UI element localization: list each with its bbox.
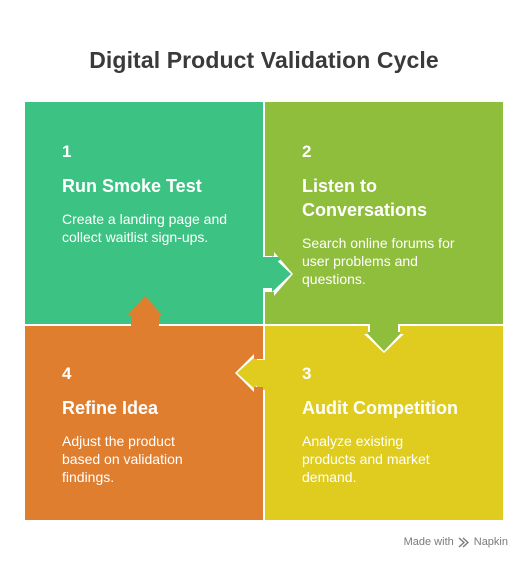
made-with-label: Made with [403, 536, 454, 548]
napkin-logo-icon [458, 536, 469, 548]
arrow-3-to-4-icon [237, 356, 265, 390]
quadrant-1-description: Create a landing page and collect waitli… [62, 211, 228, 245]
diagram-title: Digital Product Validation Cycle [89, 47, 439, 73]
quadrant-3-number: 3 [302, 364, 312, 383]
napkin-brand-label: Napkin [473, 536, 508, 548]
quadrant-1-title: Run Smoke Test [62, 176, 202, 196]
arrow-2-to-3-icon [366, 324, 402, 351]
quadrant-3-shape [241, 326, 503, 520]
made-with-footer: Made with Napkin [404, 536, 508, 548]
quadrant-1-shape [25, 102, 284, 324]
quadrant-4-description: Adjust the product based on validation f… [62, 433, 183, 485]
quadrant-2-shape [265, 102, 503, 324]
quadrant-3-description: Analyze existing products and market dem… [302, 433, 430, 485]
quadrant-2-description: Search online forums for user problems a… [302, 235, 455, 287]
quadrant-4-shape [25, 326, 263, 520]
quadrant-3-title: Audit Competition [302, 398, 458, 418]
quadrant-4-number: 4 [62, 364, 72, 383]
quadrant-2-title: Listen to Conversations [302, 176, 428, 220]
arrow-1-to-2-icon [263, 256, 291, 292]
quadrant-1-number: 1 [62, 142, 72, 161]
arrow-4-to-1-icon [127, 296, 163, 326]
quadrant-4-title: Refine Idea [62, 398, 159, 418]
quadrant-2-number: 2 [302, 142, 312, 161]
